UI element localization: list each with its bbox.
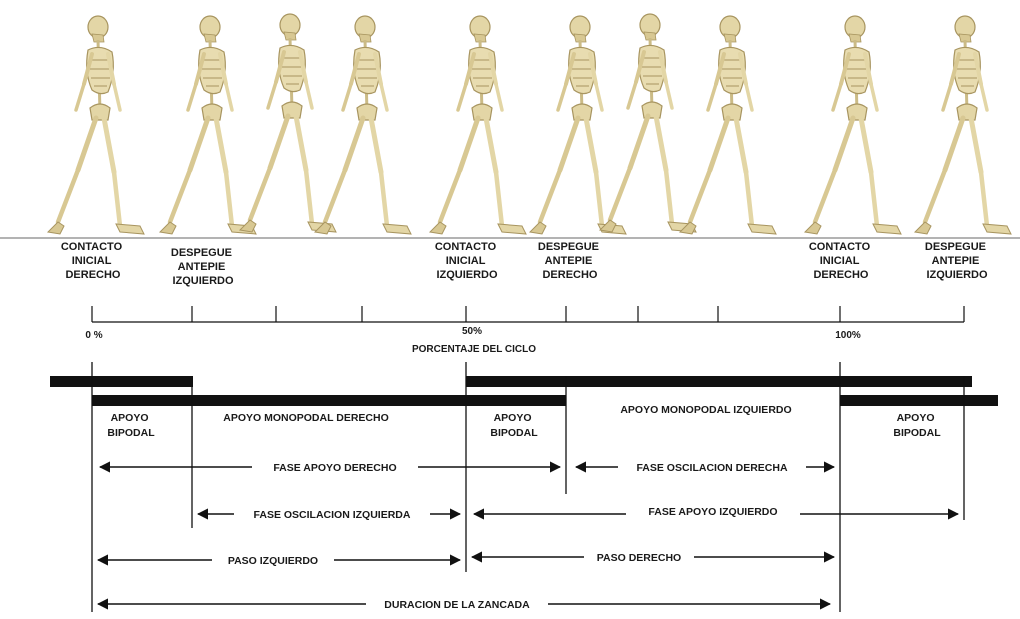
right-foot-bar <box>50 376 193 387</box>
phase-monopodal-izquierdo: APOYO MONOPODAL IZQUIERDO <box>620 404 791 416</box>
tick-label-100: 100% <box>835 330 861 341</box>
event-label-5: CONTACTO INICIAL DERECHO <box>809 241 873 281</box>
event-label-4: DESPEGUE ANTEPIE DERECHO <box>538 241 602 281</box>
skeleton-figures <box>48 14 1011 234</box>
phase-apoyo-bipodal-2: APOYO BIPODAL <box>490 412 538 439</box>
label-fase-oscilacion-derecha: FASE OSCILACION DERECHA <box>636 462 788 474</box>
left-foot-bar <box>840 395 998 406</box>
tick-label-0: 0 % <box>85 330 102 341</box>
skeleton-figure <box>600 14 696 232</box>
label-fase-oscilacion-izquierda: FASE OSCILACION IZQUIERDA <box>254 509 411 521</box>
scale-title: PORCENTAJE DEL CICLO <box>412 344 536 355</box>
skeleton-figure <box>240 14 336 232</box>
phase-monopodal-derecho: APOYO MONOPODAL DERECHO <box>223 412 389 424</box>
percent-scale <box>92 306 964 322</box>
label-fase-apoyo-izquierdo: FASE APOYO IZQUIERDO <box>648 506 777 518</box>
tick-label-50: 50% <box>462 326 482 337</box>
label-fase-apoyo-derecho: FASE APOYO DERECHO <box>273 462 396 474</box>
label-duracion-zancada: DURACION DE LA ZANCADA <box>384 599 530 611</box>
event-label-2: DESPEGUE ANTEPIE IZQUIERDO <box>171 247 235 287</box>
skeleton-figure <box>530 16 626 234</box>
phase-apoyo-bipodal-1: APOYO BIPODAL <box>107 412 155 439</box>
left-foot-bar <box>92 395 566 406</box>
event-label-1: CONTACTO INICIAL DERECHO <box>61 241 125 281</box>
skeleton-figure <box>315 16 411 234</box>
skeleton-figure <box>160 16 256 234</box>
label-paso-izquierdo: PASO IZQUIERDO <box>228 555 318 567</box>
event-label-6: DESPEGUE ANTEPIE IZQUIERDO <box>925 241 989 281</box>
phase-apoyo-bipodal-3: APOYO BIPODAL <box>893 412 941 439</box>
right-foot-bar <box>466 376 972 387</box>
label-paso-derecho: PASO DERECHO <box>597 552 681 564</box>
event-label-3: CONTACTO INICIAL IZQUIERDO <box>435 241 499 281</box>
skeleton-figure <box>48 16 144 234</box>
event-labels: CONTACTO INICIAL DERECHO DESPEGUE ANTEPI… <box>61 241 989 287</box>
skeleton-figure <box>430 16 526 234</box>
skeleton-figure <box>915 16 1011 234</box>
skeleton-figure <box>805 16 901 234</box>
skeleton-figure <box>680 16 776 234</box>
phase-arrows <box>98 467 958 604</box>
